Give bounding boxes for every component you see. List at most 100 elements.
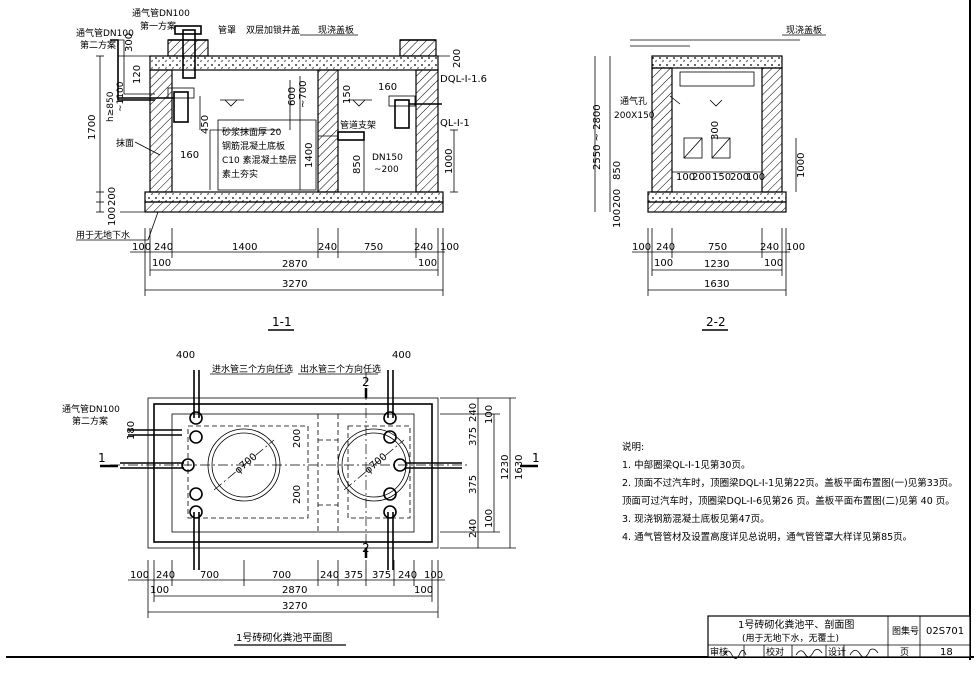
title-block bbox=[707, 615, 971, 658]
atlas-number: 02S701 bbox=[926, 626, 964, 637]
plan-dim-400-b: 400 bbox=[392, 350, 411, 361]
check-label: 校对 bbox=[766, 646, 784, 658]
notes-heading: 说明: bbox=[622, 441, 644, 453]
plan-title: 1号砖砌化粪池平面图 bbox=[236, 631, 332, 644]
dim-1400-v: 1400 bbox=[304, 143, 315, 168]
mortar-label: 砂浆抹面厚 20 bbox=[222, 126, 282, 138]
note-line-1: 1. 中部圈梁QL-I-1见第30页。 bbox=[622, 459, 750, 471]
plan-b375-b: 375 bbox=[372, 570, 391, 581]
cut-1-right: 1 bbox=[532, 451, 540, 465]
plan-r240-b: 240 bbox=[468, 519, 479, 538]
plan-b700-a: 700 bbox=[200, 570, 219, 581]
title-block-subtitle: (用于无地下水，无覆土) bbox=[742, 632, 839, 644]
dim-22-i150: 150 bbox=[712, 172, 731, 183]
plan-b2870: 2870 bbox=[282, 585, 307, 596]
design-signature bbox=[849, 648, 879, 658]
plan-dim-400-a: 400 bbox=[176, 350, 195, 361]
cut-2-top: 2 bbox=[362, 375, 370, 389]
plan-b240-c: 240 bbox=[398, 570, 417, 581]
dim-600: 600 bbox=[287, 87, 298, 106]
plan-b3270: 3270 bbox=[282, 601, 307, 612]
design-label: 设计 bbox=[828, 646, 846, 658]
dim-22-b1230: 1230 bbox=[704, 259, 729, 270]
plan-r1230: 1230 bbox=[500, 455, 511, 480]
dim-22-b100-c: 100 bbox=[654, 258, 673, 269]
outlet-label: 出水管三个方向任选 bbox=[300, 363, 381, 375]
note-line-4: 3. 现浇钢筋混凝土底板见第47页。 bbox=[622, 513, 770, 525]
dim-22-100: 100 bbox=[612, 209, 623, 228]
plan-r1630: 1630 bbox=[514, 455, 525, 480]
plan-dim-200-b: 200 bbox=[292, 485, 303, 504]
section-1-1 bbox=[110, 25, 450, 213]
dim-22-i200: 200 bbox=[692, 172, 711, 183]
plan-phi-1: φ700 bbox=[233, 451, 260, 476]
review-signature bbox=[723, 650, 747, 659]
section-2-2 bbox=[630, 39, 800, 213]
dim-160-b: 160 bbox=[378, 82, 397, 93]
plan-vent-label: 通气管DN100 bbox=[62, 403, 120, 415]
dim-22-b1630: 1630 bbox=[704, 279, 729, 290]
plan-b100-d: 100 bbox=[414, 585, 433, 596]
note-line-5: 4. 通气管管材及设置高度详见总说明，通气管管罩大样详见第85页。 bbox=[622, 531, 912, 543]
dim-b100-d: 100 bbox=[418, 258, 437, 269]
dim-22-i100-a: 100 bbox=[676, 172, 695, 183]
notes-block: 说明: 1. 中部圈梁QL-I-1见第30页。 2. 顶面不过汽车时，顶圈梁DQ… bbox=[622, 441, 958, 543]
dim-1000: 1000 bbox=[444, 149, 455, 174]
plaster-label: 抹面 bbox=[116, 137, 134, 149]
plan-b240-b: 240 bbox=[320, 570, 339, 581]
plan-vent-scheme-label: 第二方案 bbox=[72, 415, 108, 427]
note-line-3: 顶面可过汽车时，顶圈梁DQL-I-6见第26 页。盖板平面布置图(二)见第 40… bbox=[622, 495, 955, 507]
plan-b100-a: 100 bbox=[130, 570, 149, 581]
page-label: 页 bbox=[900, 647, 909, 658]
dim-b3270: 3270 bbox=[282, 279, 307, 290]
cast-slab-22-label: 现浇盖板 bbox=[786, 24, 822, 36]
dim-700: ~700 bbox=[298, 81, 309, 108]
plan-r100-a: 100 bbox=[484, 405, 495, 424]
note-line-2: 2. 顶面不过汽车时，顶圈梁DQL-I-1见第22页。盖板平面布置图(一)见第3… bbox=[622, 477, 958, 489]
dim-22-850: 850 bbox=[612, 161, 623, 180]
dim-120: 120 bbox=[132, 65, 143, 84]
page-number: 18 bbox=[940, 647, 953, 658]
dim-b100-a: 100 bbox=[132, 242, 151, 253]
plan-b375-a: 375 bbox=[344, 570, 363, 581]
plan-r100-b: 100 bbox=[484, 509, 495, 528]
slab-label: 钢筋混凝土底板 bbox=[222, 140, 285, 152]
cut-1-left: 1 bbox=[98, 451, 106, 465]
plan-r375-b: 375 bbox=[468, 475, 479, 494]
dim-100-b: 100 bbox=[107, 207, 118, 226]
dim-22-b100-d: 100 bbox=[764, 258, 783, 269]
inlet-label: 进水管三个方向任选 bbox=[212, 363, 293, 375]
plan-dim-180: 180 bbox=[126, 421, 137, 440]
dim-450: 450 bbox=[200, 115, 211, 134]
check-signature bbox=[795, 649, 823, 658]
section-1-1-title: 1-1 bbox=[272, 315, 292, 329]
dim-b2870: 2870 bbox=[282, 259, 307, 270]
vent-scheme1-label: 第一方案 bbox=[140, 20, 176, 32]
review-label: 审核 bbox=[710, 646, 728, 658]
dim-200-top: 200 bbox=[452, 49, 463, 68]
groundwater-label: 用于无地下水 bbox=[76, 229, 130, 241]
soil-label: 素土夯实 bbox=[222, 168, 258, 180]
dim-b240-a: 240 bbox=[154, 242, 173, 253]
dim-b100-c: 100 bbox=[152, 258, 171, 269]
beam-ql1-label: QL-I-1 bbox=[440, 118, 470, 129]
dim-22-200: 200 bbox=[612, 189, 623, 208]
dim-22-b240-a: 240 bbox=[656, 242, 675, 253]
h-label: h≥850 bbox=[106, 91, 116, 122]
dn150-label: DN150 bbox=[372, 153, 403, 163]
dim-300: 300 bbox=[124, 33, 135, 52]
dim-22-i200-b: 200 bbox=[730, 172, 749, 183]
pipe-support-label: 管道支架 bbox=[340, 119, 376, 131]
dim-850: 850 bbox=[352, 155, 363, 174]
dim-b240-c: 240 bbox=[414, 242, 433, 253]
dim-22-1000: 1000 bbox=[796, 153, 807, 178]
c10-label: C10 素混凝土垫层 bbox=[222, 154, 297, 166]
pipe-cover-label: 管罩 bbox=[218, 24, 236, 36]
plan-view bbox=[100, 370, 538, 618]
dim-22-b240-b: 240 bbox=[760, 242, 779, 253]
dim-22-b100-a: 100 bbox=[632, 242, 651, 253]
plan-r240-a: 240 bbox=[468, 403, 479, 422]
dim-b240-b: 240 bbox=[318, 242, 337, 253]
plan-phi-2: φ700 bbox=[363, 451, 390, 476]
